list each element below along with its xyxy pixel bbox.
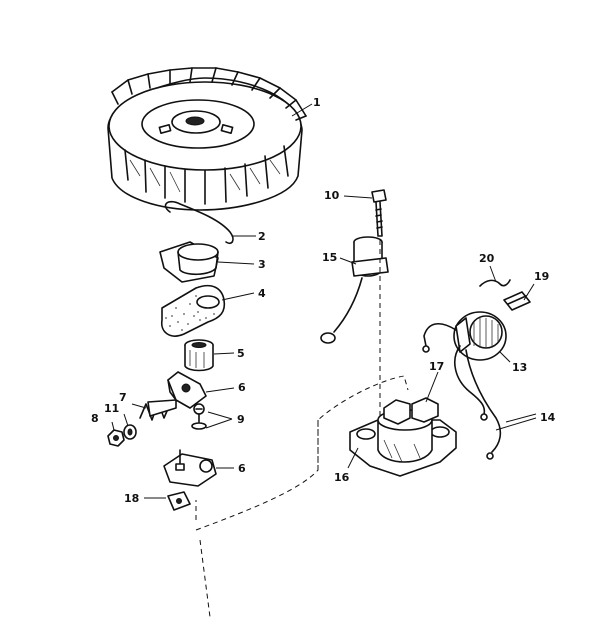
part-small-plate [167, 491, 191, 511]
callout-13: 13 [512, 361, 527, 374]
callout-18: 18 [124, 492, 139, 505]
part-condenser [320, 236, 389, 344]
part-gasket-plate [160, 284, 226, 337]
callout-20: 20 [479, 252, 495, 265]
part-bushing [184, 339, 214, 372]
part-bolt [371, 189, 387, 237]
callout-9: 9 [237, 413, 245, 426]
callout-4: 4 [258, 287, 266, 300]
callout-11: 11 [104, 402, 119, 415]
part-armature-base [349, 397, 457, 477]
callout-6-upper: 6 [238, 381, 246, 394]
callout-15: 15 [322, 251, 337, 264]
callout-8: 8 [91, 412, 99, 425]
callout-16: 16 [334, 471, 350, 484]
part-clip [503, 291, 531, 311]
part-spring-clip [164, 200, 234, 245]
callout-2: 2 [258, 230, 266, 243]
part-nut [107, 429, 125, 447]
part-cup-shroud [159, 241, 219, 283]
callout-14: 14 [540, 411, 556, 424]
part-bracket-lower [163, 449, 217, 487]
callout-10: 10 [324, 189, 340, 202]
callout-19: 19 [534, 270, 549, 283]
callout-6-lower: 6 [238, 462, 246, 475]
callout-3: 3 [258, 258, 266, 271]
part-wire-leads [422, 323, 502, 460]
callout-5: 5 [237, 347, 245, 360]
part-wire-spring [479, 279, 511, 287]
part-ignition-coil [453, 311, 507, 361]
leader-lines [111, 103, 537, 499]
callout-labels: 1 2 3 4 5 6 6 7 8 9 10 11 13 14 15 16 17… [91, 96, 556, 505]
part-screw-washer [191, 403, 207, 430]
callout-1: 1 [313, 96, 321, 109]
part-flywheel [107, 67, 307, 211]
part-spring [139, 399, 177, 421]
part-washer [123, 424, 137, 440]
alignment-lines [195, 240, 409, 618]
callout-7: 7 [119, 391, 127, 404]
callout-17: 17 [429, 360, 444, 373]
